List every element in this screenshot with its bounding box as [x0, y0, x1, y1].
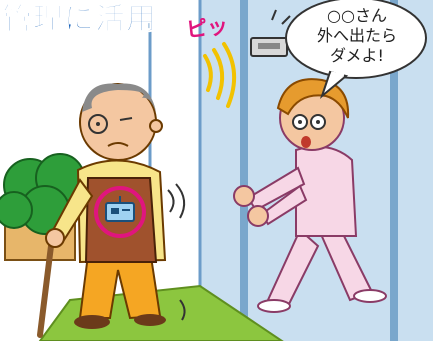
speech-bubble [285, 0, 427, 100]
speech-line-3: ダメよ! [330, 46, 384, 65]
beep-sound-effect: ピッ [184, 13, 230, 43]
headline-text: 管理に活用。 [2, 2, 188, 38]
door-frame-right [390, 0, 398, 341]
ic-badge-icon [94, 186, 146, 238]
sensor-device-icon [250, 9, 291, 57]
door-frame-left [240, 0, 248, 341]
nurse [233, 78, 387, 313]
speech-line-1: ○○さん [327, 6, 387, 25]
bush [0, 153, 85, 235]
speech-line-2: 外へ出たら [316, 26, 397, 45]
motion-marks [167, 183, 186, 321]
speech-bubble-text: ○○さん 外へ出たら ダメよ! [292, 6, 422, 66]
signal-waves [203, 42, 237, 108]
